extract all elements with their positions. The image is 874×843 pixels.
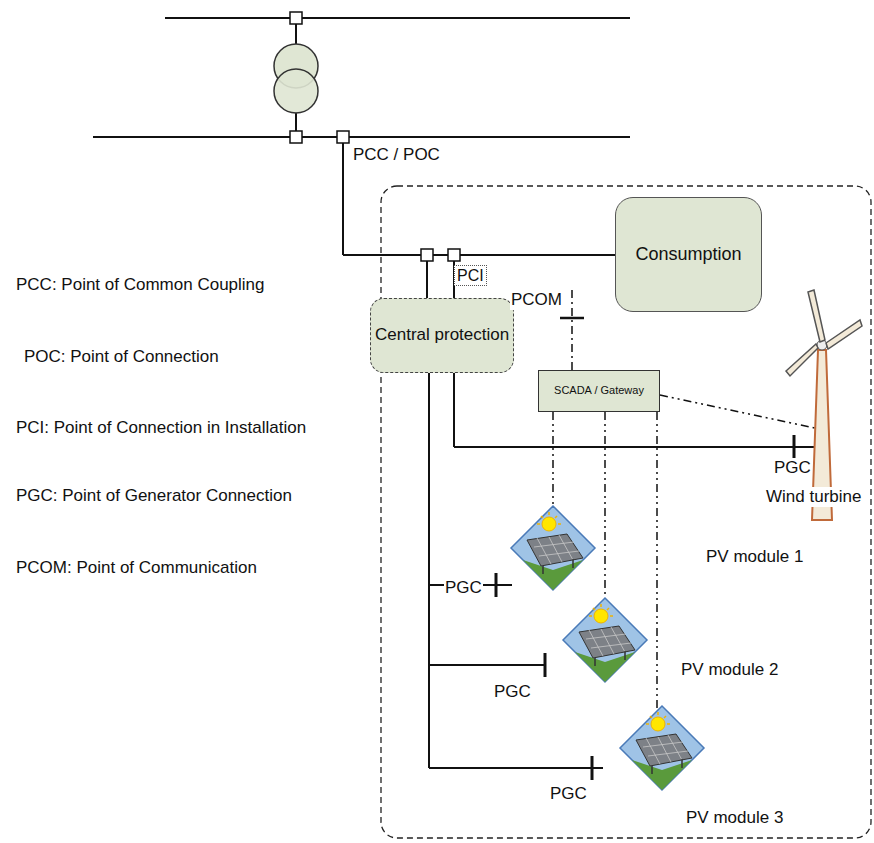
node-text: SCADA / Gateway xyxy=(554,384,644,397)
connection-point: PCC / POC xyxy=(352,145,441,165)
connection-point: PGC xyxy=(444,578,483,598)
gateway-box: SCADA / Gateway xyxy=(538,370,660,412)
transformer-symbol xyxy=(274,44,318,113)
definition: POC: Point of Connection xyxy=(23,347,220,367)
generator-name: PV module 2 xyxy=(680,660,779,680)
breaker-squares xyxy=(290,12,460,261)
definition: PCC: Point of Common Coupling xyxy=(15,275,266,295)
connection-point: PCOM xyxy=(510,290,563,310)
connection-point: PGC xyxy=(773,458,812,478)
load-box: Consumption xyxy=(615,197,762,312)
generator-name: Wind turbine xyxy=(765,487,862,507)
protection-box: Central protection xyxy=(370,298,514,373)
connection-point: PGC xyxy=(493,682,532,702)
connection-point: PGC xyxy=(549,784,588,804)
definition: PCOM: Point of Communication xyxy=(15,558,258,578)
busbars xyxy=(93,18,818,768)
generator-name: PV module 1 xyxy=(705,547,804,567)
node-text: Central protection xyxy=(375,325,509,345)
pci-box: PCI xyxy=(454,265,487,286)
definition: PGC: Point of Generator Connection xyxy=(15,486,293,506)
wind-turbine xyxy=(786,290,862,520)
node-text: PCI xyxy=(457,266,484,285)
node-text: Consumption xyxy=(635,244,741,266)
generator-name: PV module 3 xyxy=(685,808,784,828)
definition: PCI: Point of Connection in Installation xyxy=(15,418,307,438)
installation-boundary xyxy=(381,186,871,838)
